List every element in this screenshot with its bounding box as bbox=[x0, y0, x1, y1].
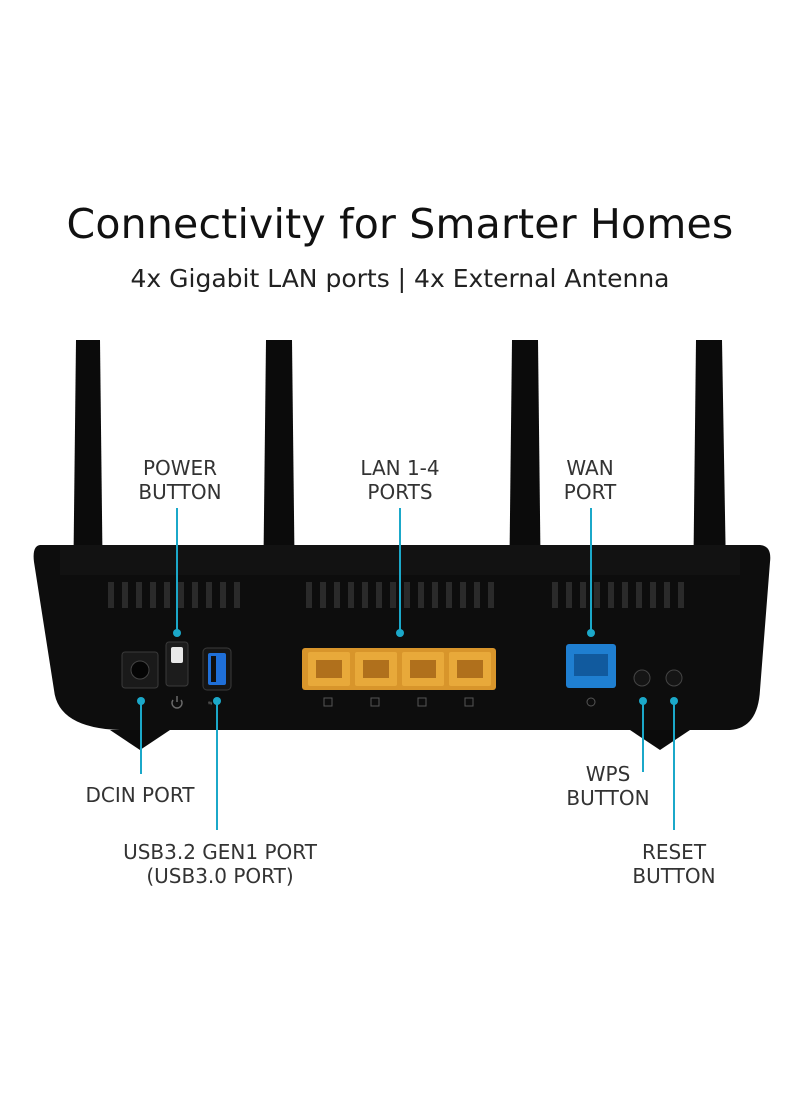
leader-wan bbox=[590, 508, 592, 632]
usb-icon: ⇆ bbox=[208, 699, 212, 707]
leader-dot-usb bbox=[213, 697, 221, 705]
leader-reset bbox=[673, 700, 675, 830]
callout-power: POWER BUTTON bbox=[120, 456, 240, 504]
callout-dcin: DCIN PORT bbox=[70, 783, 210, 807]
leader-dcin bbox=[140, 700, 142, 774]
wps-button bbox=[633, 669, 651, 687]
callout-usb-line2: (USB3.0 PORT) bbox=[146, 864, 294, 888]
leader-dot-wan bbox=[587, 629, 595, 637]
callout-reset-line2: BUTTON bbox=[632, 864, 716, 888]
callout-wps: WPS BUTTON bbox=[548, 762, 668, 810]
leader-dot-reset bbox=[670, 697, 678, 705]
power-icon bbox=[171, 696, 183, 709]
leader-wps bbox=[642, 700, 644, 772]
callout-lan-line1: LAN 1-4 bbox=[360, 456, 440, 480]
leader-dot-power bbox=[173, 629, 181, 637]
lan-port-labels bbox=[323, 697, 474, 707]
callout-wan-line1: WAN bbox=[566, 456, 614, 480]
leader-dot-lan bbox=[396, 629, 404, 637]
callout-usb: USB3.2 GEN1 PORT (USB3.0 PORT) bbox=[110, 840, 330, 888]
callout-reset-line1: RESET bbox=[641, 840, 707, 864]
leader-lan bbox=[399, 508, 401, 632]
callout-dcin-line1: DCIN PORT bbox=[85, 783, 195, 807]
callout-wan-line2: PORT bbox=[563, 480, 617, 504]
callout-usb-line1: USB3.2 GEN1 PORT bbox=[123, 840, 317, 864]
callout-reset: RESET BUTTON bbox=[614, 840, 734, 888]
reset-button bbox=[665, 669, 683, 687]
leader-power bbox=[176, 508, 178, 632]
leader-usb bbox=[216, 700, 218, 830]
callout-power-line1: POWER bbox=[142, 456, 218, 480]
callout-wan: WAN PORT bbox=[530, 456, 650, 504]
callout-wps-line2: BUTTON bbox=[566, 786, 650, 810]
callout-wps-line1: WPS bbox=[585, 762, 631, 786]
leader-dot-dcin bbox=[137, 697, 145, 705]
callout-lan-line2: PORTS bbox=[367, 480, 433, 504]
lan-ports bbox=[302, 648, 496, 690]
leader-dot-wps bbox=[639, 697, 647, 705]
callout-power-line2: BUTTON bbox=[138, 480, 222, 504]
subheadline: 4x Gigabit LAN ports | 4x External Anten… bbox=[130, 264, 670, 293]
callout-lan: LAN 1-4 PORTS bbox=[340, 456, 460, 504]
headline: Connectivity for Smarter Homes bbox=[66, 200, 734, 248]
vent-slots bbox=[108, 582, 684, 608]
